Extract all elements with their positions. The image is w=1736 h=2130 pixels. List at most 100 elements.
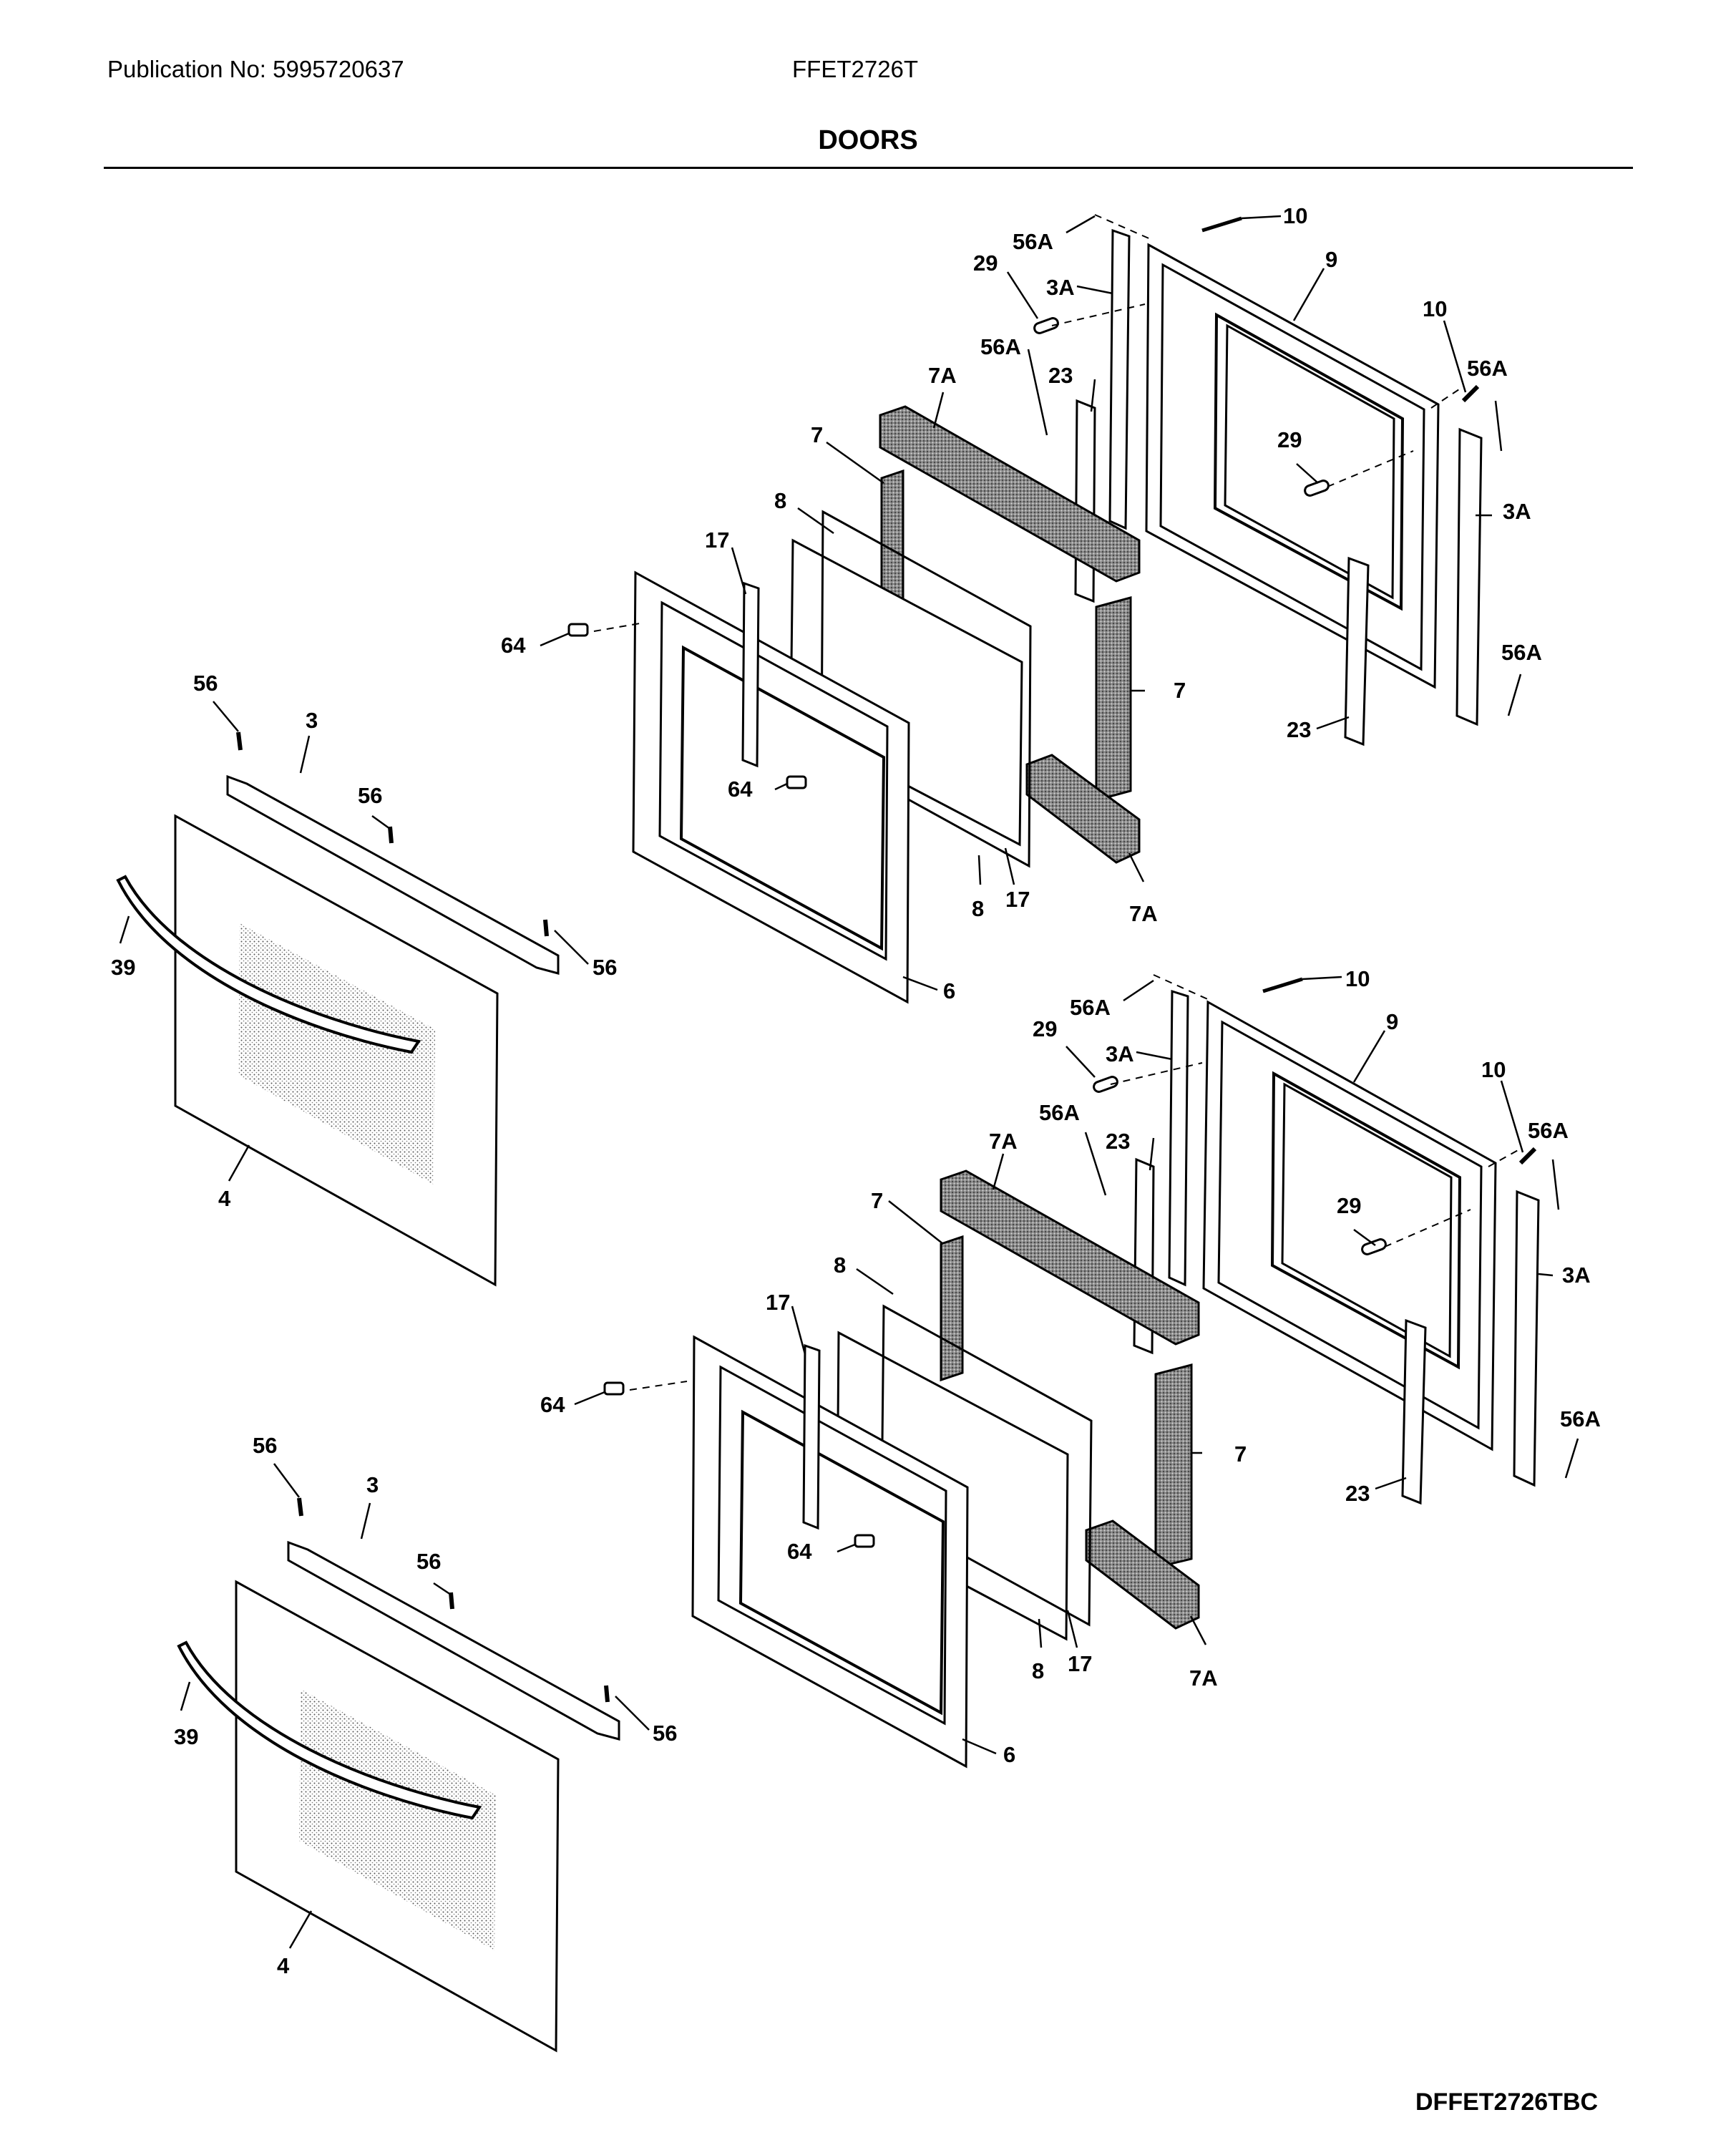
callout-4: 4 — [277, 1953, 290, 1978]
spacer-part-64 — [567, 623, 589, 637]
callout-56a: 56A — [1070, 995, 1111, 1020]
callout-56a: 56A — [980, 334, 1021, 359]
callout-56: 56 — [653, 1721, 677, 1746]
screw-part-10-right — [1461, 384, 1480, 403]
door-trim-part-3 — [287, 1540, 620, 1741]
publication-number: Publication No: 5995720637 — [107, 56, 404, 82]
callout-7a: 7A — [989, 1129, 1018, 1154]
assembly-guide-lines — [629, 974, 1521, 1391]
callout-56a: 56A — [1467, 356, 1508, 381]
callout-10: 10 — [1283, 203, 1307, 228]
callout-7a: 7A — [928, 363, 957, 388]
callout-3: 3 — [306, 708, 318, 733]
callout-7: 7 — [811, 422, 823, 447]
hinge-part-23 — [1074, 399, 1096, 603]
callout-56: 56 — [193, 671, 218, 696]
hinge-channel-part-3a — [1168, 989, 1189, 1287]
insulation-part-7a — [940, 1169, 1200, 1346]
screw-part-10 — [1262, 977, 1303, 993]
callout-29: 29 — [1277, 427, 1302, 452]
callout-6: 6 — [1003, 1742, 1015, 1767]
handle-part-39 — [116, 875, 421, 1054]
callout-17: 17 — [1068, 1651, 1092, 1676]
glass-part-8-outer — [820, 510, 1032, 868]
callout-56a: 56A — [1560, 1406, 1601, 1431]
callout-3a: 3A — [1046, 275, 1075, 300]
diagram-code: DFFET2726TBC — [1415, 2088, 1599, 2116]
callout-29: 29 — [973, 251, 998, 276]
glass-window-area — [238, 923, 435, 1185]
hinge-channel-part-3a — [1108, 228, 1131, 530]
callout-23: 23 — [1287, 717, 1311, 742]
callout-10: 10 — [1423, 296, 1447, 321]
callout-23: 23 — [1106, 1129, 1130, 1154]
callout-56: 56 — [358, 783, 382, 808]
screw-part-10-right — [1518, 1147, 1537, 1165]
lower-part-labels: 56A 10 29 3A 9 10 56A 56A 23 7A 7 29 3A … — [174, 966, 1601, 1978]
screw-part-56-mid — [388, 826, 394, 844]
callout-56: 56 — [416, 1549, 441, 1574]
callout-17: 17 — [705, 527, 729, 553]
title-divider — [104, 167, 1633, 169]
callout-64: 64 — [787, 1539, 812, 1564]
spacer-part-64 — [603, 1381, 625, 1396]
upper-door-front-assembly — [116, 731, 560, 1287]
callout-56a: 56A — [1501, 640, 1542, 665]
callout-64: 64 — [728, 777, 753, 802]
screw-part-56-right — [543, 919, 549, 937]
door-liner-part-9 — [1145, 243, 1440, 689]
callout-29: 29 — [1033, 1016, 1057, 1041]
callout-3a: 3A — [1562, 1263, 1591, 1288]
callout-64: 64 — [501, 633, 526, 658]
hinge-part-23-lower — [1344, 556, 1370, 747]
callout-9: 9 — [1325, 247, 1337, 272]
retainer-part-17 — [802, 1343, 821, 1530]
callout-39: 39 — [174, 1724, 198, 1749]
callout-23: 23 — [1048, 363, 1073, 388]
screw-part-56-right — [604, 1685, 610, 1703]
callout-56a: 56A — [1039, 1100, 1080, 1125]
screw-part-56-mid — [449, 1592, 454, 1610]
callout-7: 7 — [1234, 1441, 1247, 1467]
callout-39: 39 — [111, 955, 135, 980]
door-frame-part-6 — [632, 570, 910, 1004]
spacer-part-64-inner — [854, 1534, 875, 1548]
insulation-part-7-right — [1095, 596, 1132, 802]
callout-8: 8 — [1032, 1658, 1044, 1683]
model-number: FFET2726T — [792, 56, 919, 82]
handle-part-39 — [177, 1640, 482, 1820]
insulation-part-7-right — [1154, 1363, 1193, 1569]
callout-56: 56 — [253, 1433, 277, 1458]
callout-8: 8 — [972, 896, 984, 921]
lower-door-front-assembly — [177, 1497, 620, 2053]
assembly-guide-lines — [593, 214, 1464, 632]
callout-56a: 56A — [1013, 229, 1053, 254]
callout-3a: 3A — [1503, 499, 1531, 524]
callout-17: 17 — [1005, 887, 1030, 912]
callout-7: 7 — [1174, 678, 1186, 703]
door-liner-part-9 — [1202, 1000, 1497, 1451]
pin-part-29 — [1093, 1076, 1118, 1093]
hinge-channel-part-3a-right — [1455, 427, 1483, 726]
screw-part-56 — [236, 731, 243, 751]
pin-part-29-right — [1304, 480, 1330, 497]
spacer-part-64-inner — [786, 775, 807, 789]
callout-23: 23 — [1345, 1481, 1370, 1506]
screw-part-56 — [297, 1497, 303, 1517]
callout-7a: 7A — [1129, 901, 1158, 926]
door-frame-part-6 — [691, 1335, 969, 1769]
callout-64: 64 — [540, 1392, 565, 1417]
upper-door-assembly — [567, 214, 1483, 1004]
callout-8: 8 — [834, 1253, 846, 1278]
lower-door-assembly — [603, 974, 1540, 1769]
callout-3a: 3A — [1106, 1041, 1134, 1066]
insulation-part-7 — [940, 1235, 964, 1382]
glass-window-area — [299, 1689, 496, 1950]
insulation-part-7a — [879, 405, 1141, 583]
screw-part-10 — [1201, 216, 1242, 233]
hinge-channel-part-3a-right — [1513, 1190, 1540, 1487]
callout-8: 8 — [774, 488, 786, 513]
callout-7: 7 — [871, 1188, 883, 1213]
insulation-part-7a-lower — [1025, 754, 1141, 864]
